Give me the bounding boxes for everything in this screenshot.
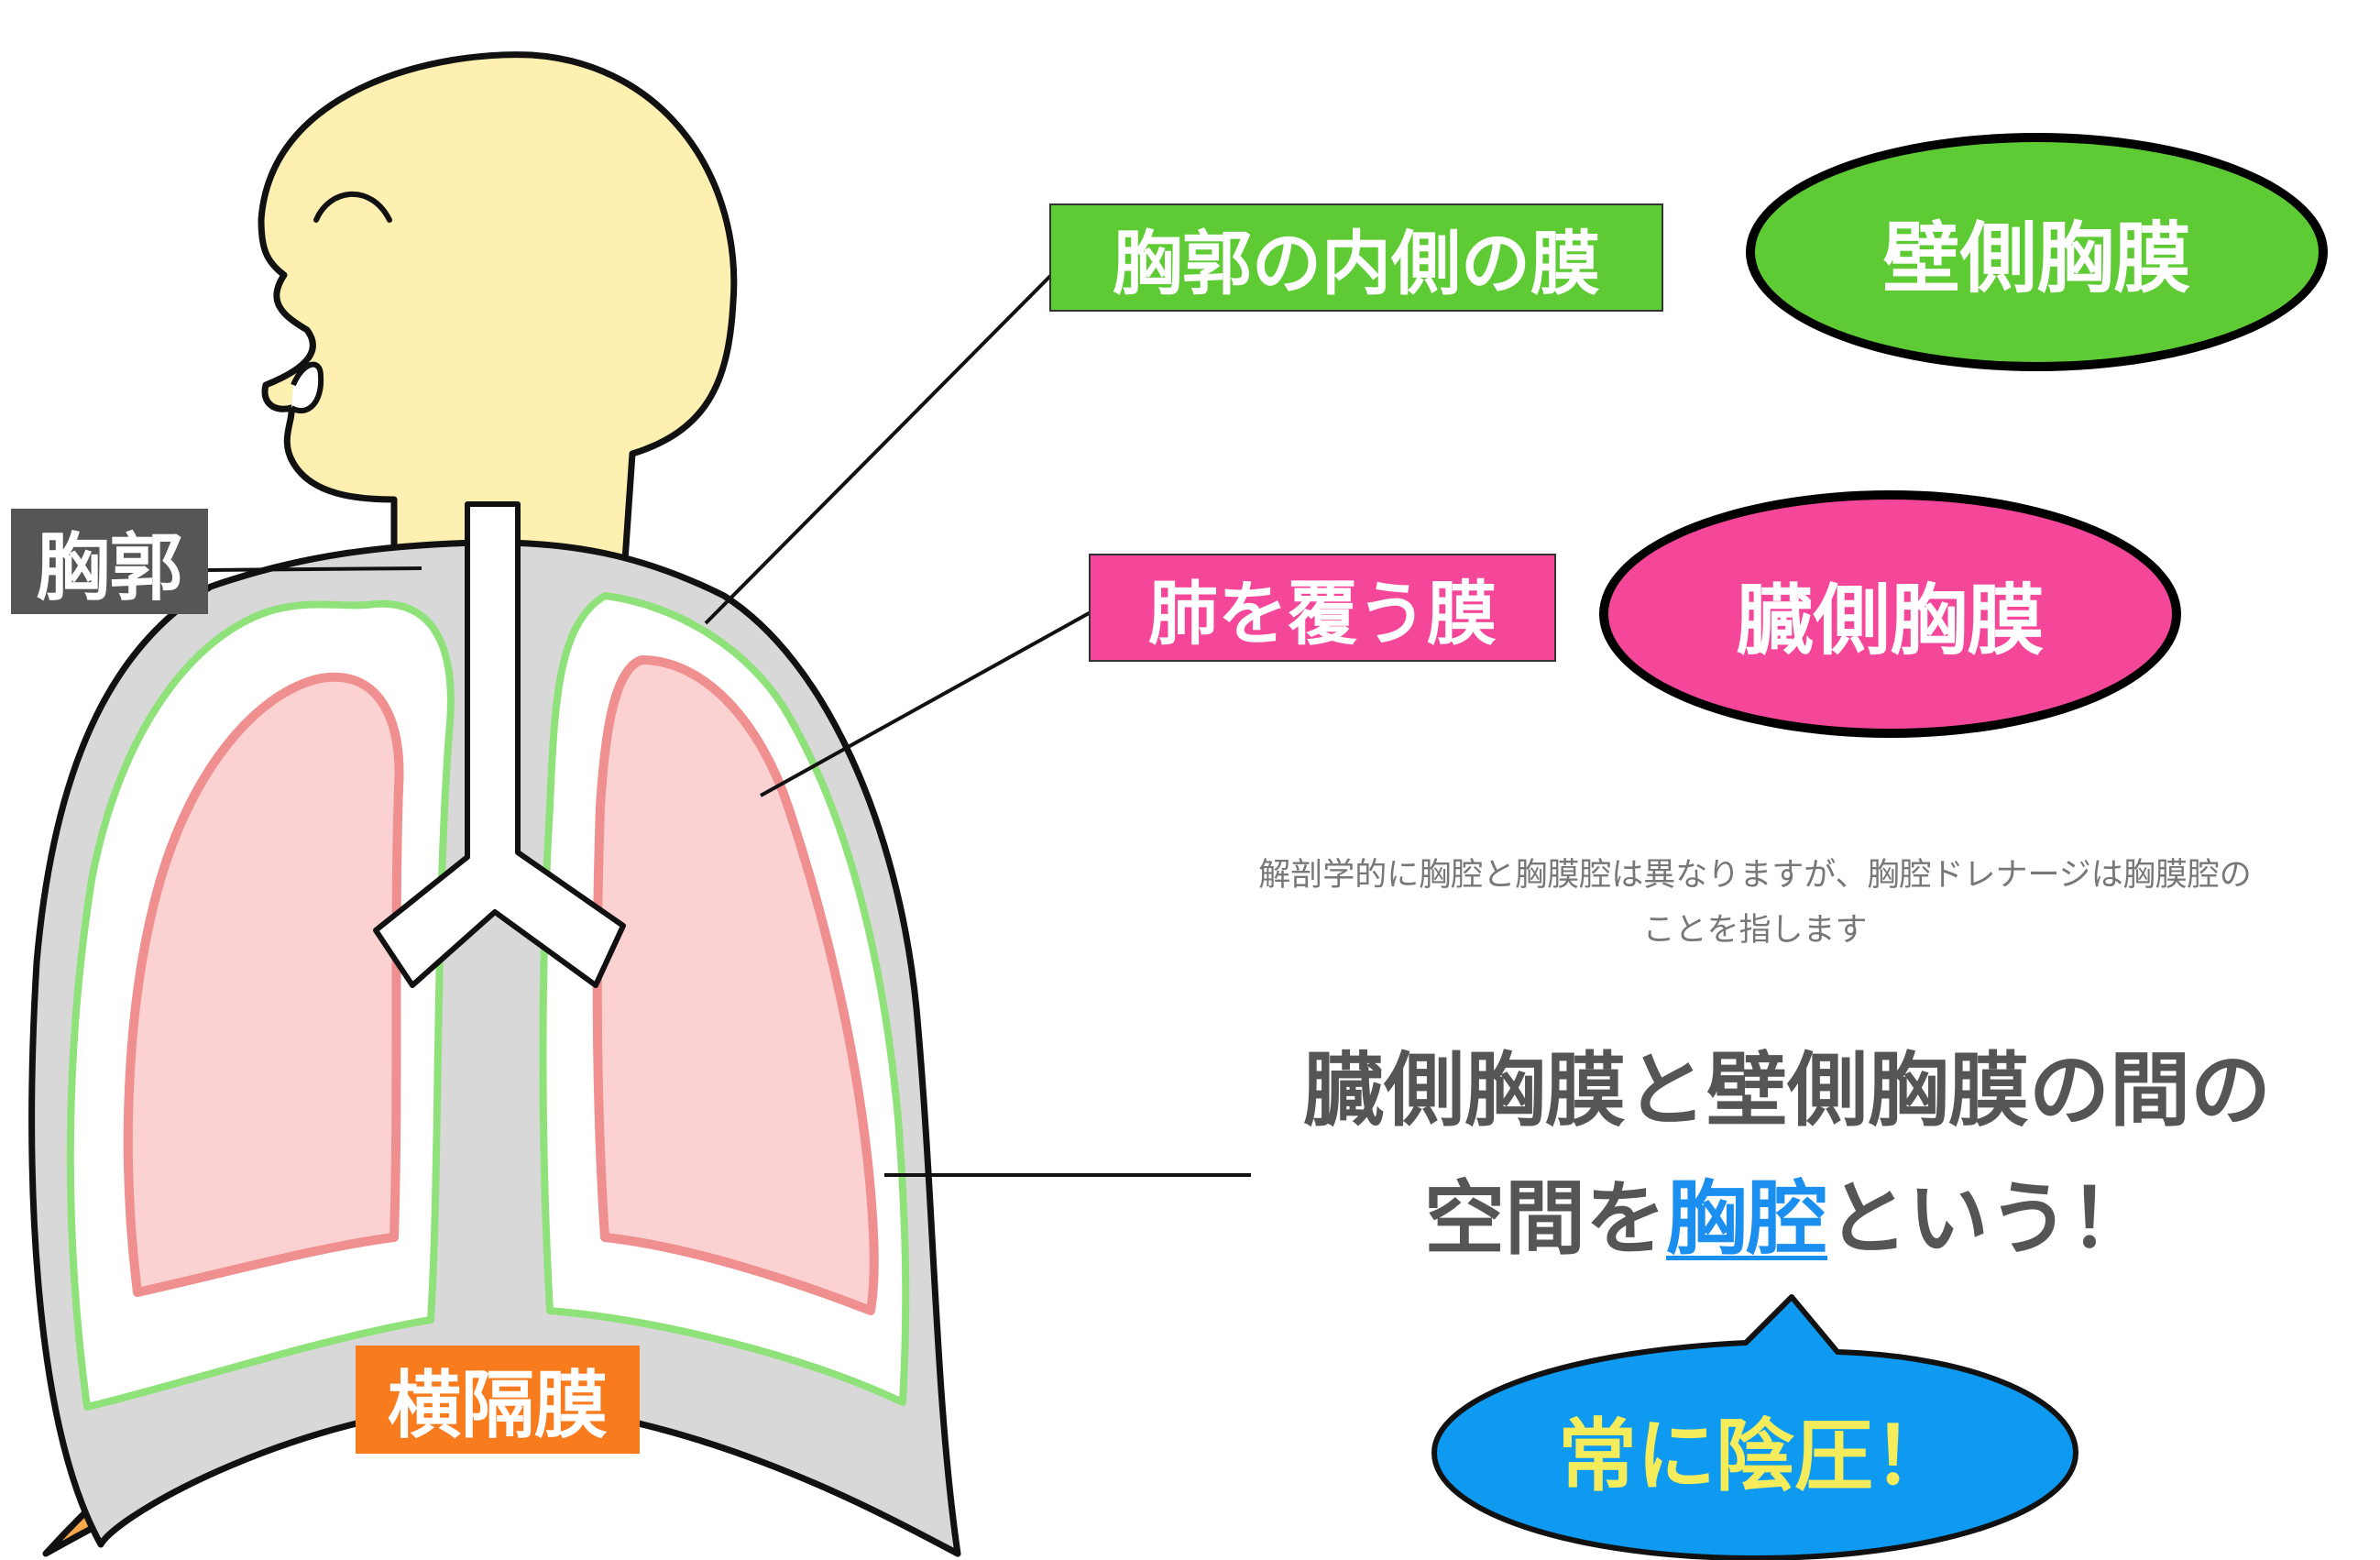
headline-line-1: 臓側胸膜と壁側胸膜の間の bbox=[1302, 1043, 2271, 1137]
diaphragm-label-text: 横隔膜 bbox=[388, 1363, 608, 1448]
diaphragm-label: 横隔膜 bbox=[356, 1346, 640, 1454]
head-shape bbox=[258, 51, 738, 590]
right-lung bbox=[592, 655, 879, 1315]
visceral-pleura-oval: 臓側胸膜 bbox=[1599, 490, 2181, 738]
thorax-leader-line bbox=[205, 566, 422, 572]
thorax-label-text: 胸郭 bbox=[36, 524, 183, 610]
negative-pressure-text: 常に陰圧！ bbox=[1558, 1410, 1952, 1502]
headline-line-2: 空間を胸腔という！ bbox=[1219, 1155, 2355, 1283]
parietal-pleura-oval: 壁側胸膜 bbox=[1746, 133, 2328, 371]
anatomy-note: 解剖学的に胸腔と胸膜腔は異なりますが、胸腔ドレナージは胸膜腔の ことを指します bbox=[1127, 848, 2380, 958]
parietal-description-label: 胸郭の内側の膜 bbox=[1049, 203, 1663, 312]
trachea bbox=[373, 501, 626, 988]
pleural-cavity-headline: 臓側胸膜と壁側胸膜の間の 空間を胸腔という！ bbox=[1219, 1027, 2355, 1283]
anatomy-note-line-2: ことを指します bbox=[1642, 912, 1868, 949]
visceral-description-label: 肺を覆う膜 bbox=[1089, 554, 1556, 662]
visceral-pleura-term: 臓側胸膜 bbox=[1736, 575, 2045, 665]
parietal-pleura-term: 壁側胸膜 bbox=[1882, 213, 2191, 303]
left-lung bbox=[123, 672, 404, 1297]
parietal-description-text: 胸郭の内側の膜 bbox=[1113, 223, 1600, 304]
anatomy-note-line-1: 解剖学的に胸腔と胸膜腔は異なりますが、胸腔ドレナージは胸膜腔の bbox=[1258, 857, 2252, 894]
eye-mark bbox=[313, 191, 392, 223]
thorax-label: 胸郭 bbox=[11, 509, 208, 614]
pleural-cavity-term: 胸腔 bbox=[1665, 1171, 1827, 1266]
visceral-leader-line bbox=[760, 610, 1091, 797]
headline-prefix: 空間を bbox=[1423, 1171, 1666, 1266]
visceral-description-text: 肺を覆う膜 bbox=[1148, 573, 1497, 654]
speech-bubble-shape bbox=[1431, 1294, 2078, 1560]
parietal-leader-line bbox=[704, 257, 1069, 625]
mouth-mark bbox=[290, 361, 324, 414]
headline-suffix: という！ bbox=[1827, 1171, 2151, 1266]
